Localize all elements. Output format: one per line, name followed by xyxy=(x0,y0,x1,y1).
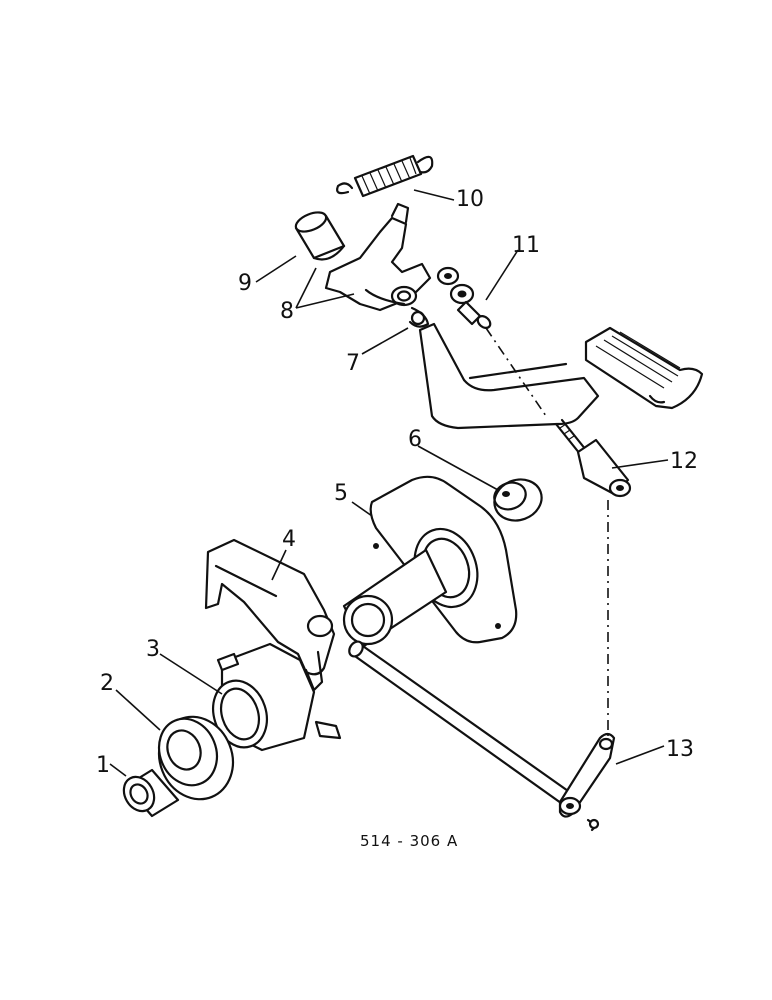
bearing-carrier xyxy=(212,642,342,752)
bearing-support xyxy=(342,475,518,648)
callout-4: 4 xyxy=(282,527,296,552)
drawing-reference: 514 - 306 A xyxy=(360,832,458,850)
callout-11: 11 xyxy=(512,233,540,258)
shaft-lever xyxy=(558,732,616,832)
cross-shaft xyxy=(348,640,580,810)
release-bearing xyxy=(157,715,235,801)
callout-numbers: 1 2 3 4 5 6 7 8 9 10 11 12 13 xyxy=(96,187,698,778)
clutch-pedal xyxy=(418,322,704,430)
callout-12: 12 xyxy=(670,449,698,474)
bushing xyxy=(294,211,346,261)
callout-3: 3 xyxy=(146,637,160,662)
callout-6: 6 xyxy=(408,427,422,452)
callout-9: 9 xyxy=(238,271,252,296)
seal xyxy=(493,478,543,522)
callout-7: 7 xyxy=(346,351,360,376)
callout-10: 10 xyxy=(456,187,484,212)
clevis-pins xyxy=(436,266,492,330)
callout-13: 13 xyxy=(666,737,694,762)
callout-1: 1 xyxy=(96,753,110,778)
callout-8: 8 xyxy=(280,299,294,324)
callout-2: 2 xyxy=(100,671,114,696)
leader-lines xyxy=(109,189,669,777)
clevis-rod xyxy=(554,418,632,498)
pilot-bearing xyxy=(122,768,180,818)
alignment-lines xyxy=(485,327,609,736)
pedal-pivot-bracket xyxy=(324,202,432,328)
return-spring xyxy=(336,154,434,198)
callout-5: 5 xyxy=(334,481,348,506)
release-fork xyxy=(204,538,336,692)
